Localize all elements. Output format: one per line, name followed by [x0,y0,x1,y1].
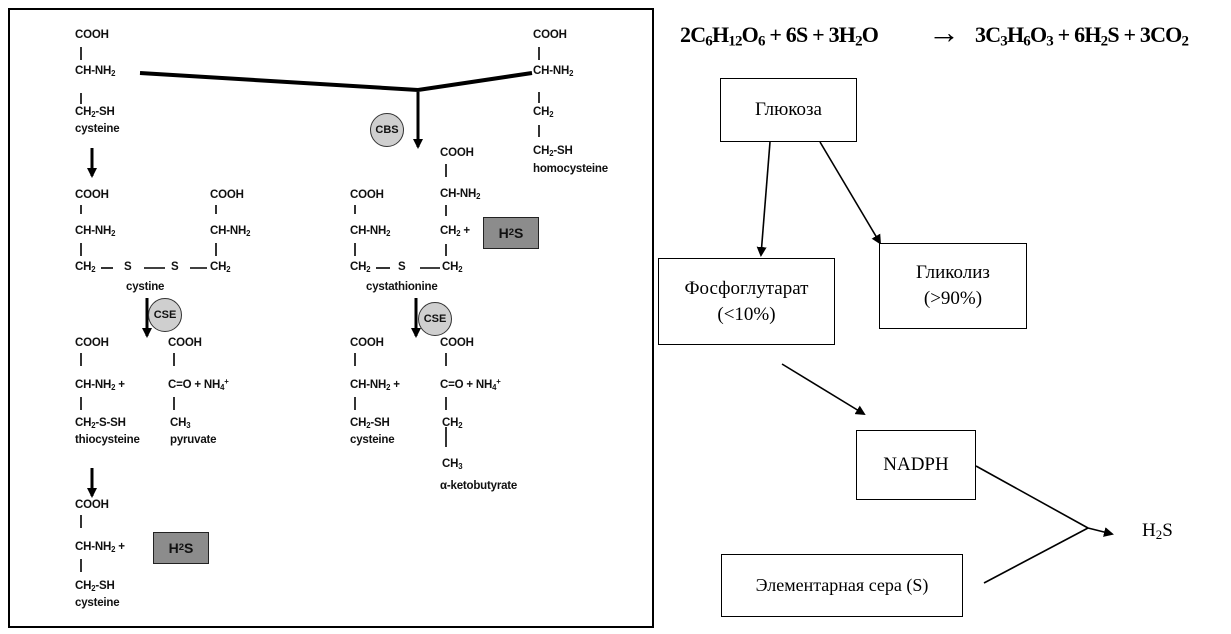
elemental-sulfur-label: Элементарная сера (S) [755,575,929,596]
thiocysteine-label: thiocysteine [75,434,140,446]
cse-enzyme-left: CSE [148,298,182,332]
glycolysis-percent: (>90%) [923,288,983,309]
cysteine-top-name: cysteine [75,123,120,135]
homocysteine-cooh: COOH [533,29,567,41]
cystathionine-ch2-right: CH2 [442,261,463,274]
elemental-sulfur-box: Элементарная сера (S) [721,554,963,617]
cbs-enzyme: CBS [370,113,404,147]
glycolysis-label: Гликолиз [916,262,990,284]
metabolic-pathway-panel [8,8,654,628]
equation-arrow: → [928,14,960,50]
right-products-ch3: CH3 [442,458,463,471]
top-connector [139,71,533,93]
right-products-ch2sh: CH2-SH [350,417,390,430]
cystine-cooh-2: COOH [210,189,244,201]
h2s-product-label: H2S [1142,520,1173,543]
bond-lines [80,47,540,572]
right-products-cysteine: cysteine [350,434,395,446]
flow-arrows [756,141,1114,584]
cystathionine-cooh-top: COOH [440,147,474,159]
equation-right: 3C3H6O3 + 6H2S + 3CO2 [975,22,1189,50]
cystine-chnh2-2: CH-NH2 [210,225,251,238]
cysteine-top-chnh2: CH-NH2 [75,65,116,78]
left-products-co-nh4: C=O + NH4+ [168,377,229,392]
cystathionine-cooh-1: COOH [350,189,384,201]
nadph-box: NADPH [856,430,976,500]
cystathionine-ch2-left: CH2 [350,261,371,274]
phosphogluconate-percent: (<10%) [717,303,776,325]
homocysteine-ch2sh: CH2-SH [533,145,573,158]
cystine-chnh2-1: CH-NH2 [75,225,116,238]
bottom-cysteine-name: cysteine [75,597,120,609]
left-products-chnh2-plus: CH-NH2 + [75,379,125,392]
bottom-cysteine-cooh: COOH [75,499,109,511]
left-products-ch3: CH3 [170,417,191,430]
pathway-arrows [87,92,423,498]
nadph-label: NADPH [883,454,949,476]
cystine-ch2-right: CH2 [210,261,231,274]
right-products-chnh2-plus: CH-NH2 + [350,379,400,392]
homocysteine-ch2: CH2 [533,106,554,119]
homocysteine-name: homocysteine [533,163,608,175]
glycolysis-box: Гликолиз (>90%) [879,243,1027,329]
cse-enzyme-right: CSE [418,302,452,336]
cystathionine-chnh2-1: CH-NH2 [350,225,391,238]
cysteine-top-ch2sh: CH2-SH [75,106,115,119]
right-products-ch2: CH2 [442,417,463,430]
bottom-cysteine-chnh2-plus: CH-NH2 + [75,541,125,554]
cystathionine-name: cystathionine [366,281,438,293]
right-products-cooh-1: COOH [350,337,384,349]
cystine-cooh-1: COOH [75,189,109,201]
cystine-ch2-left: CH2 [75,261,96,274]
left-products-ch2ssh: CH2-S-SH [75,417,126,430]
right-products-cooh-2: COOH [440,337,474,349]
right-products-co-nh4: C=O + NH4+ [440,377,501,392]
homocysteine-chnh2: CH-NH2 [533,65,574,78]
phosphogluconate-box: Фосфоглутарат (<10%) [658,258,835,345]
bottom-cysteine-ch2sh: CH2-SH [75,580,115,593]
cystine-s-1: S [124,261,132,273]
pyruvate-label: pyruvate [170,434,217,446]
glucose-label: Глюкоза [755,99,822,121]
equation-left: 2C6H12O6 + 6S + 3H2O [680,22,879,50]
cysteine-top-cooh: COOH [75,29,109,41]
cystathionine-chnh2-top: CH-NH2 [440,188,481,201]
cystine-s-2: S [171,261,179,273]
cystathionine-s: S [398,261,406,273]
phosphogluconate-label: Фосфоглутарат [684,277,809,299]
left-products-cooh-1: COOH [75,337,109,349]
cystine-name: cystine [126,281,165,293]
left-products-cooh-2: COOH [168,337,202,349]
glucose-box: Глюкоза [720,78,857,142]
cystathionine-ch2-plus: CH2 + [440,225,470,238]
alpha-ketobutyrate-label: α-ketobutyrate [440,480,518,492]
